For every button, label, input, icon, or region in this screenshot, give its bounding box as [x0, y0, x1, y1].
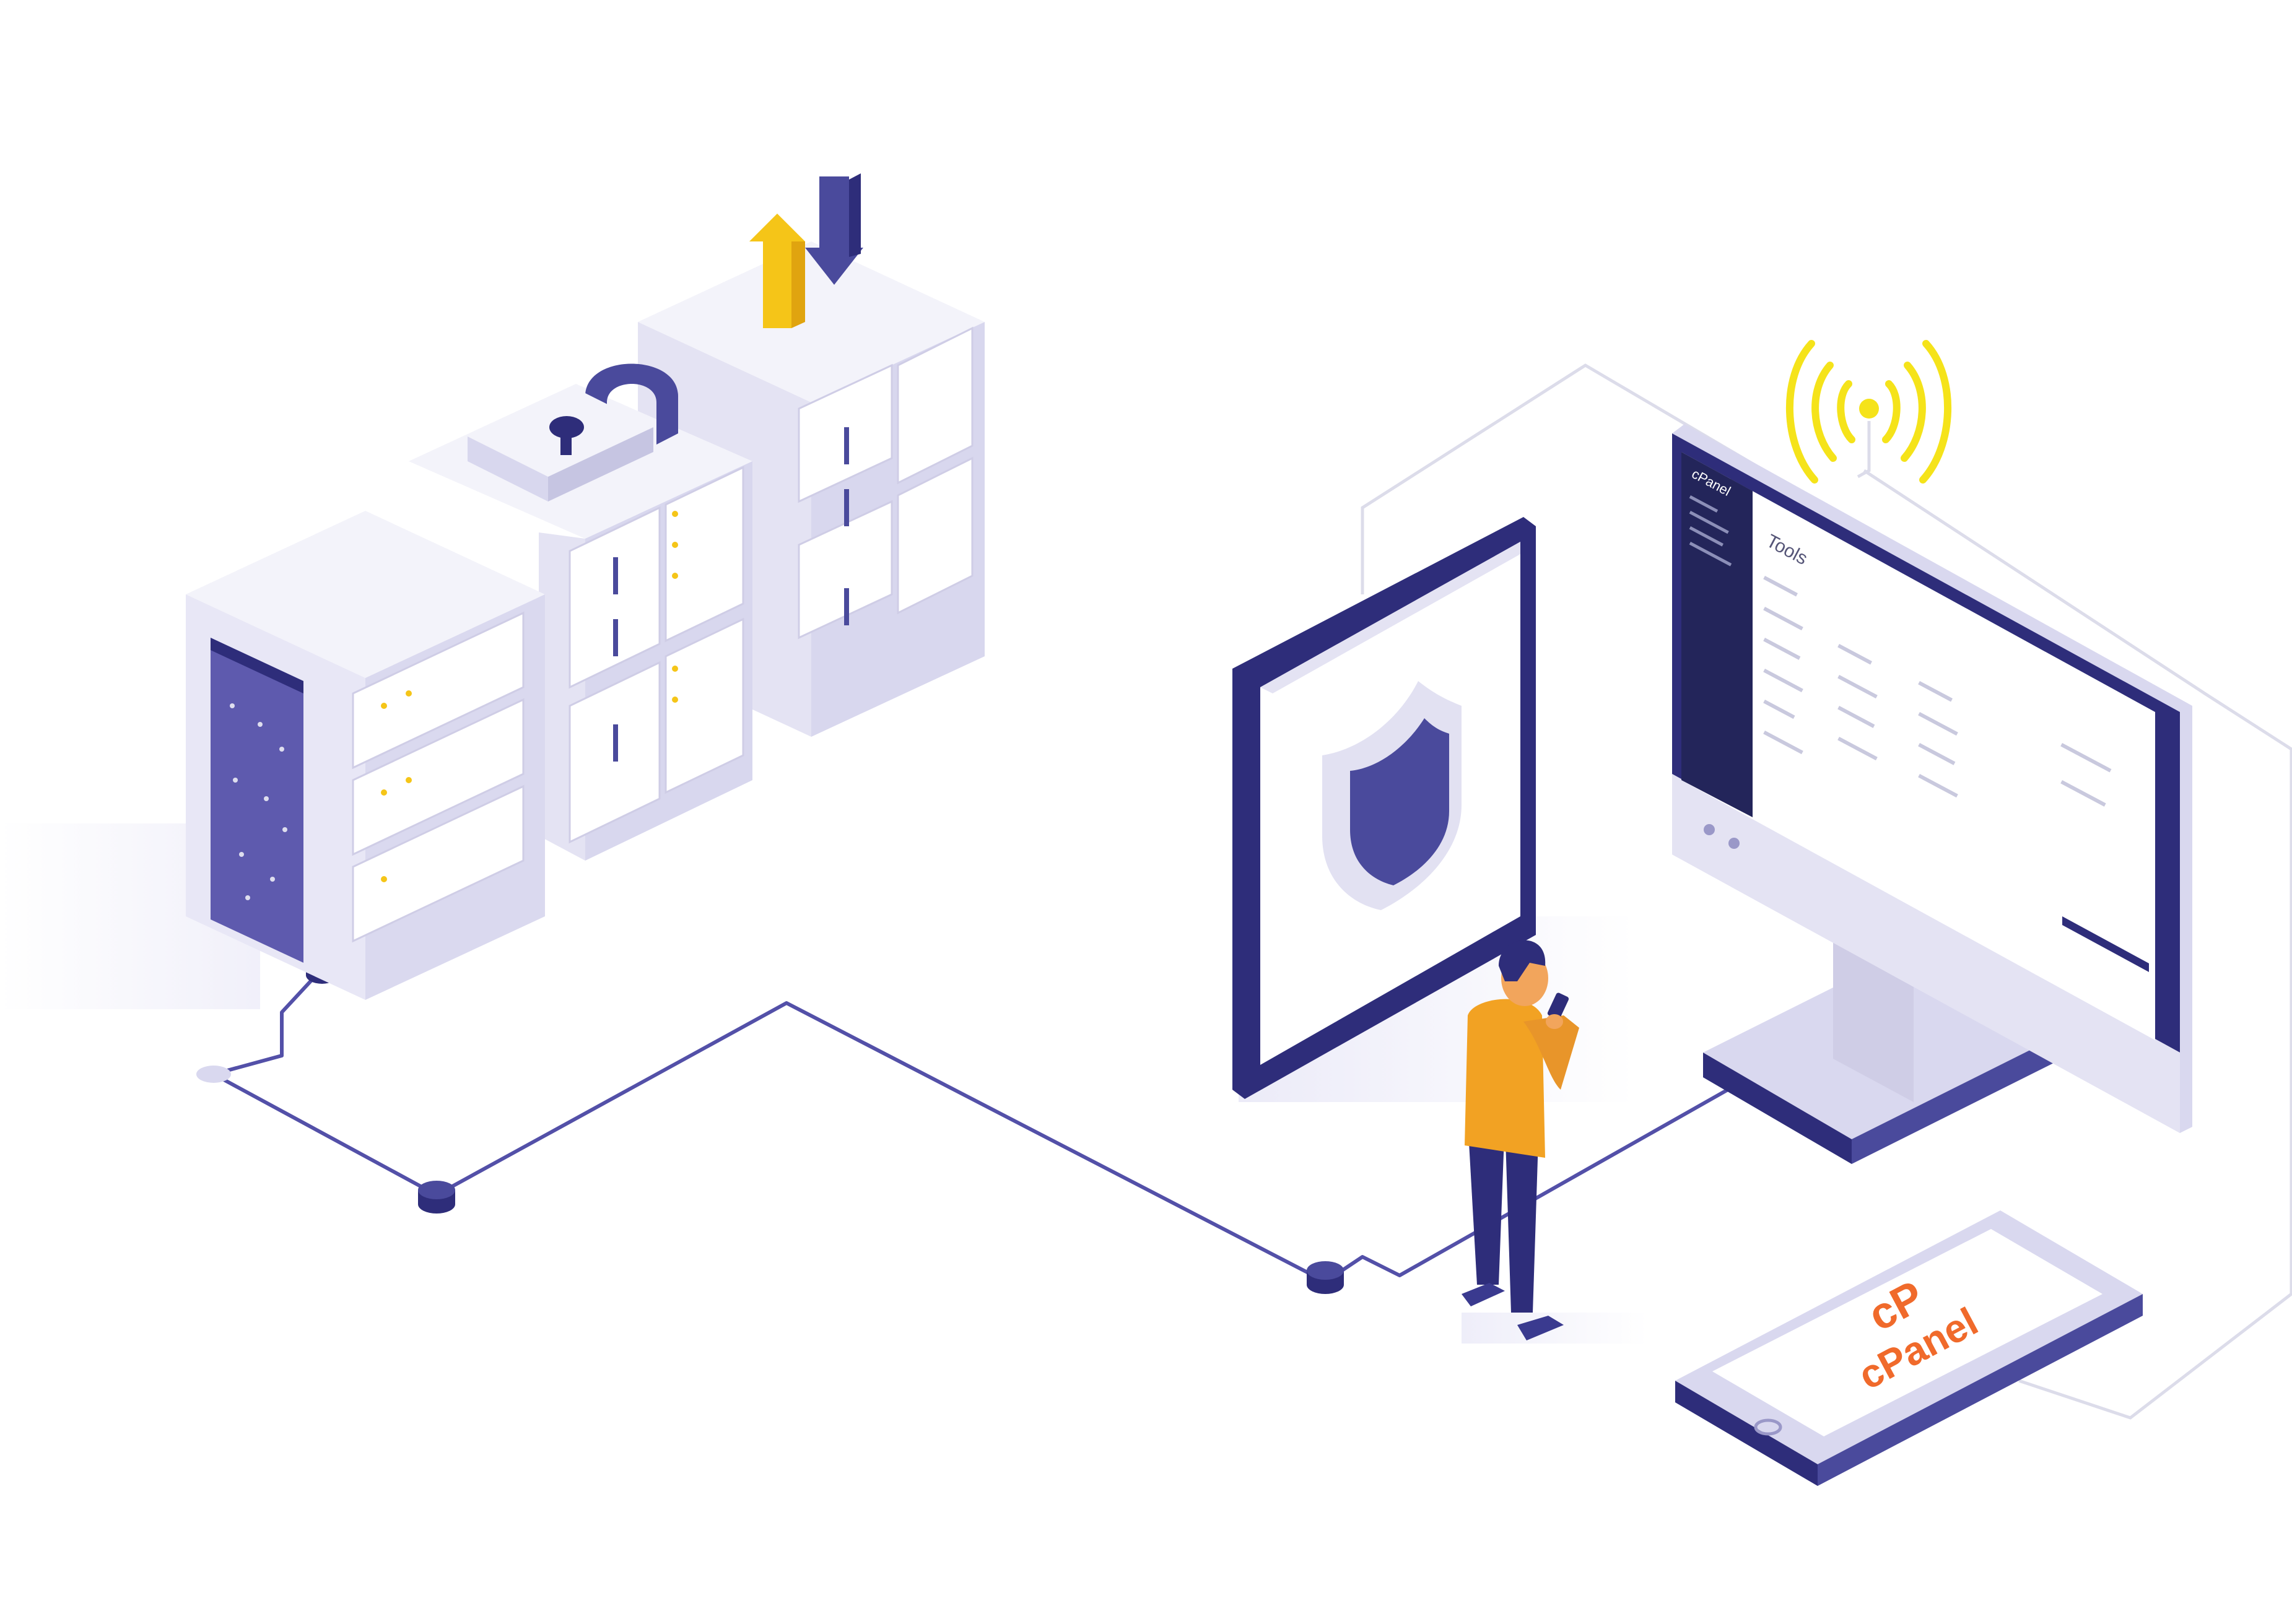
- cpanel-tool-grid: [1763, 575, 2112, 807]
- padlock-icon: [468, 363, 678, 502]
- shield-icon: [1322, 681, 1462, 910]
- cable-node-left: [196, 1066, 231, 1083]
- wifi-signal-icon: [1785, 340, 1952, 484]
- cpanel-tablet: cP cPanel: [1675, 1210, 2143, 1486]
- wifi-wire: [1857, 421, 1871, 479]
- person-figure: [1462, 940, 1647, 1344]
- cpanel-stats-bar: [2062, 916, 2149, 972]
- tablet-screen: [1712, 1229, 2102, 1436]
- server-rack-left: [186, 511, 545, 1000]
- download-arrow-icon: [805, 173, 863, 285]
- network-outline: [1361, 363, 2292, 1420]
- cpanel-sidebar: [1681, 452, 1753, 817]
- cpanel-monitor: cPanel Tools: [1672, 424, 2192, 1164]
- cable-node-2: [1307, 1261, 1344, 1294]
- server-door: [211, 638, 303, 963]
- upload-arrow-icon: [749, 214, 805, 328]
- cable-node-1: [418, 1181, 455, 1214]
